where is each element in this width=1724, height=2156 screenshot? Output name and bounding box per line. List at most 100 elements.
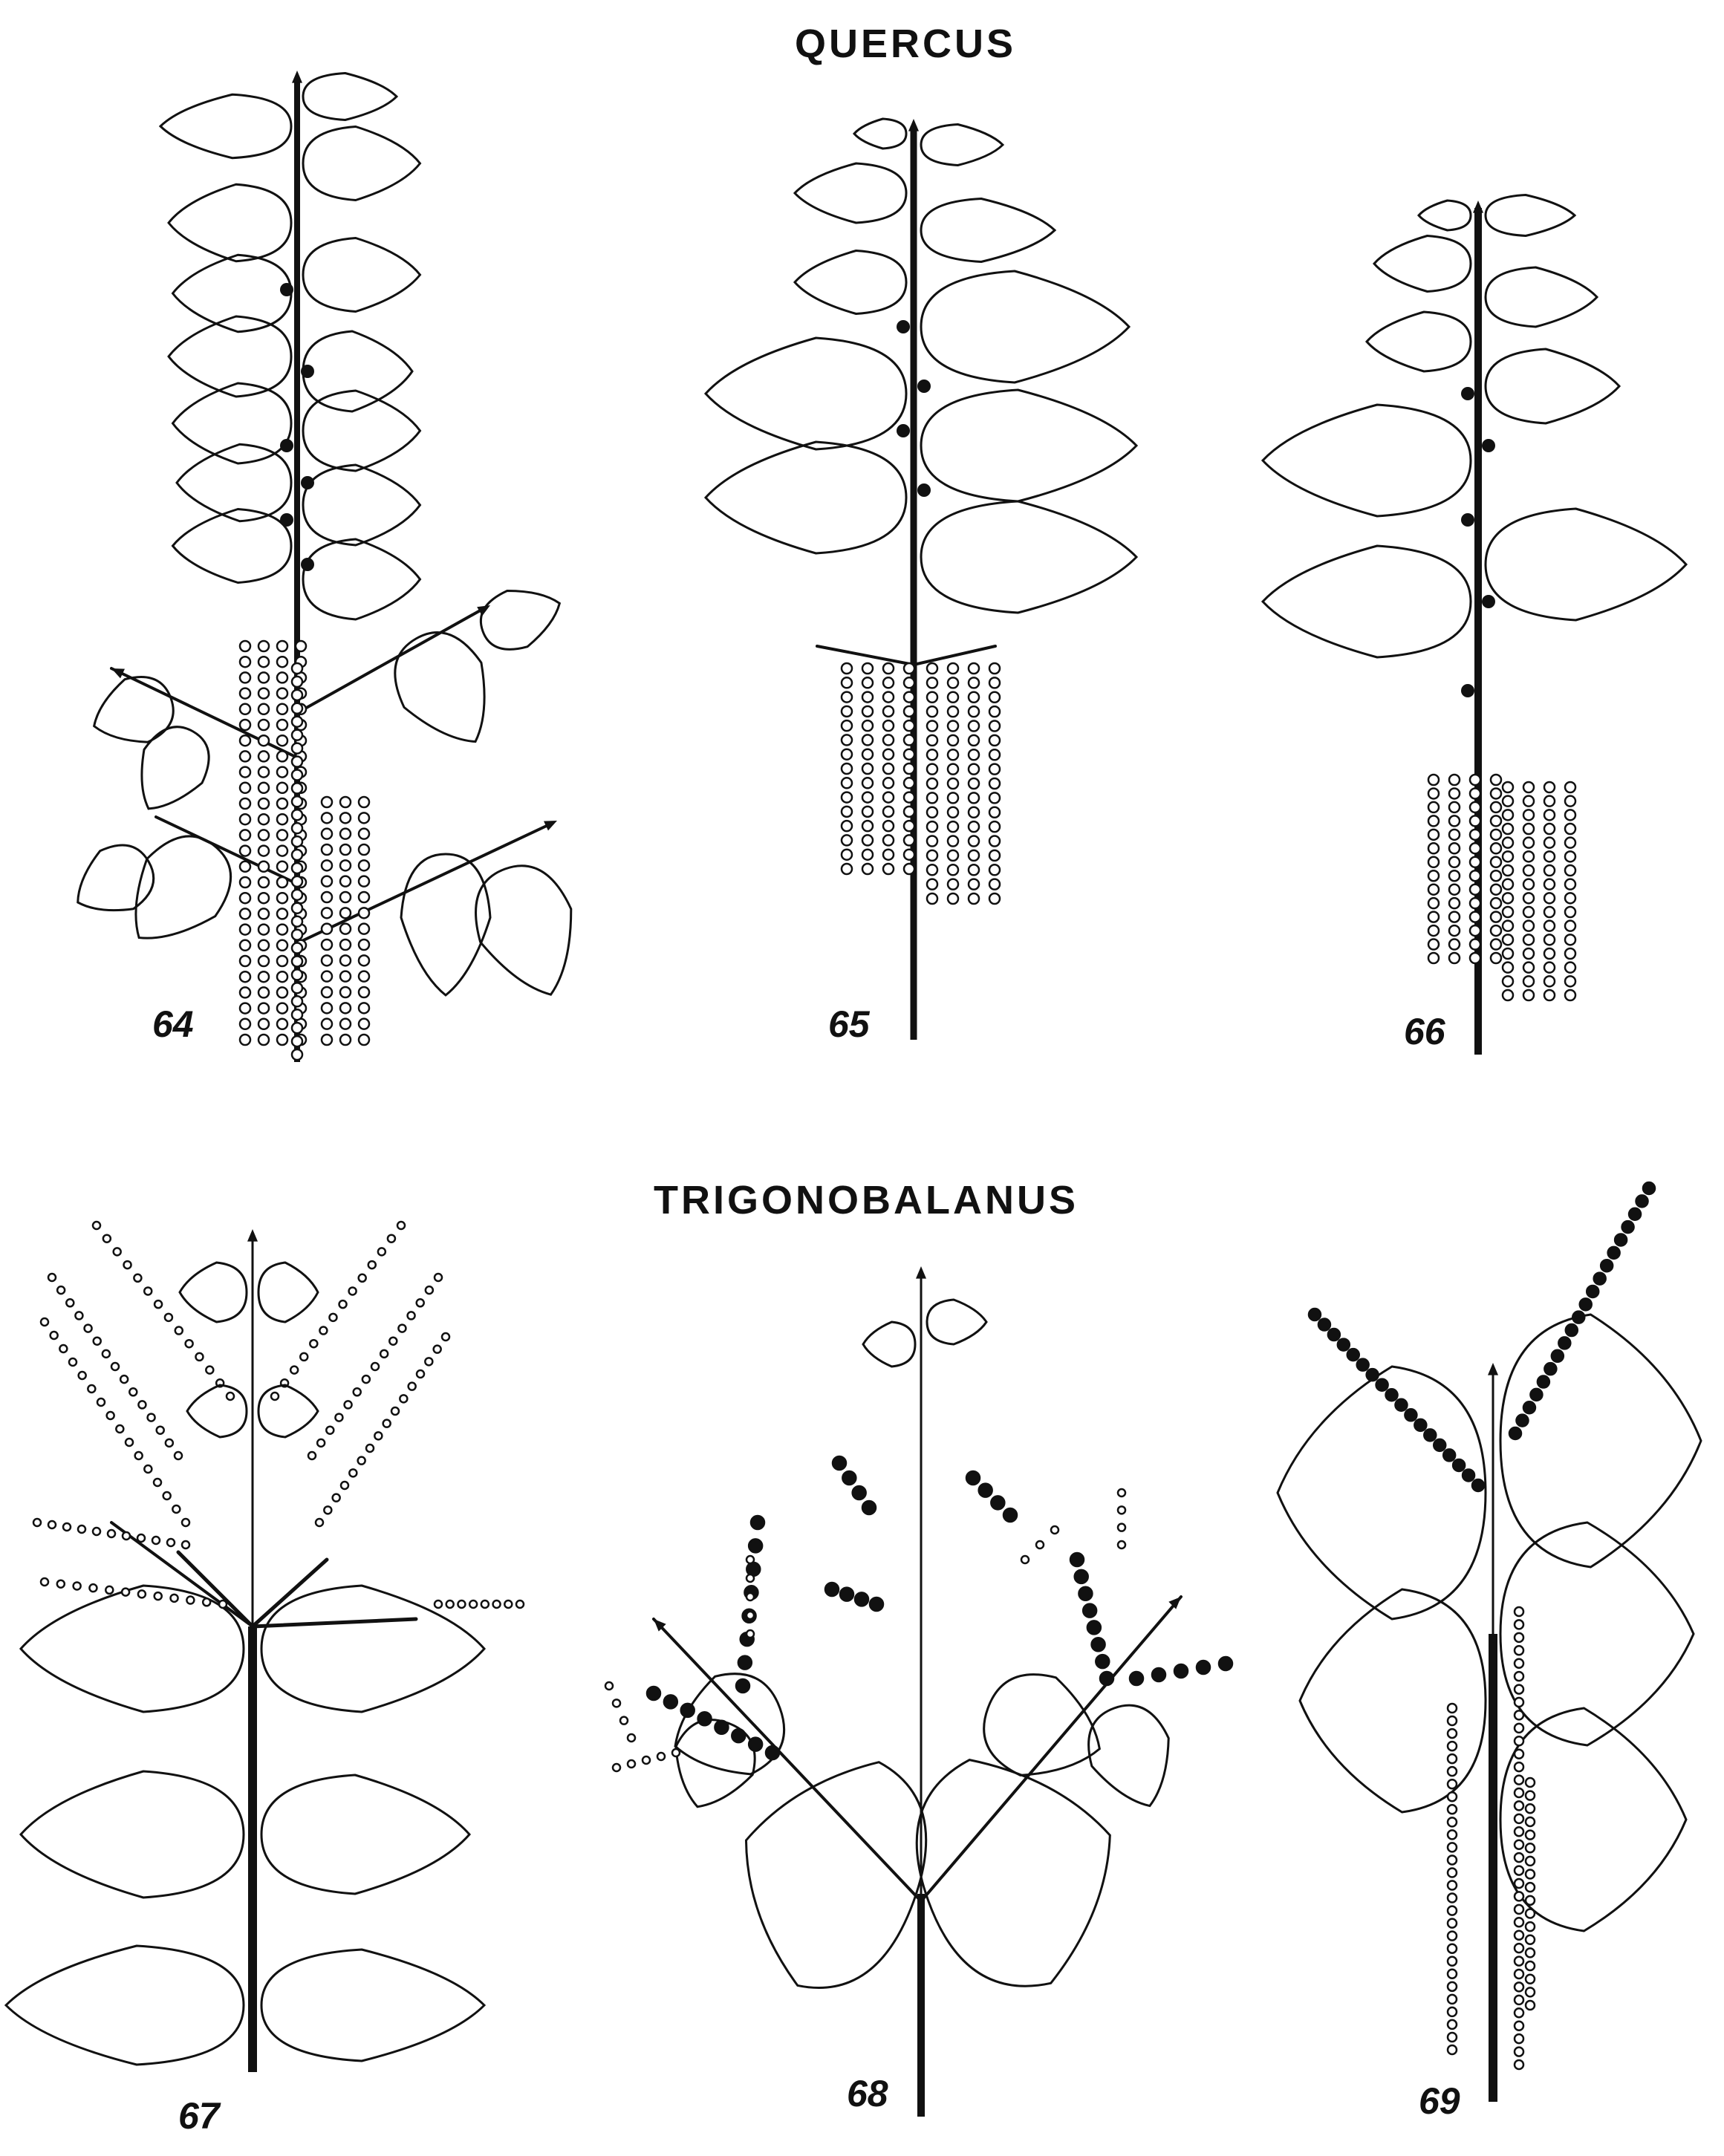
male-flower <box>1523 907 1534 917</box>
male-flower <box>904 677 914 688</box>
male-flower <box>258 735 269 746</box>
male-flower <box>271 1393 279 1400</box>
female-flower <box>1197 1661 1210 1674</box>
male-flower <box>340 1019 351 1029</box>
male-flower <box>359 1274 366 1282</box>
male-flower <box>842 850 852 860</box>
male-flower <box>862 749 873 760</box>
male-flower <box>746 1593 754 1600</box>
male-flower <box>927 721 937 732</box>
leaf-outline <box>927 1300 986 1344</box>
male-flower <box>1544 963 1555 973</box>
male-flower <box>1448 2020 1457 2029</box>
female-flower <box>1434 1439 1445 1451</box>
male-flower <box>1503 810 1513 820</box>
male-flower <box>340 908 351 918</box>
male-flower <box>1503 963 1513 973</box>
male-flower <box>340 939 351 950</box>
male-flower <box>989 879 1000 890</box>
female-flower <box>1472 1479 1484 1491</box>
male-flower <box>989 850 1000 861</box>
male-flower <box>94 1338 101 1345</box>
male-flower <box>163 1492 171 1499</box>
leaf-outline <box>142 727 209 809</box>
male-flower <box>292 1009 302 1020</box>
female-flower <box>862 1501 876 1514</box>
male-flower <box>1491 802 1501 812</box>
female-flower <box>1328 1329 1340 1341</box>
male-flower <box>862 663 873 674</box>
leaf-outline <box>481 590 559 649</box>
male-flower <box>292 677 302 687</box>
male-flower <box>116 1425 123 1433</box>
male-flower <box>1565 921 1575 931</box>
male-flower <box>1526 1948 1535 1957</box>
male-flower <box>862 821 873 831</box>
male-flower <box>1526 1987 1535 1996</box>
male-flower <box>258 751 269 761</box>
male-flower <box>292 703 302 714</box>
male-flower <box>1526 1843 1535 1852</box>
male-flower <box>1565 948 1575 959</box>
male-flower <box>969 778 979 789</box>
female-flower <box>1509 1427 1521 1439</box>
male-flower <box>1515 1724 1523 1733</box>
male-flower <box>240 971 250 982</box>
male-flower <box>277 971 287 982</box>
female-flower <box>1092 1638 1105 1651</box>
male-flower <box>93 1222 100 1229</box>
female-flower <box>1087 1621 1101 1634</box>
male-flower <box>1526 1870 1535 1879</box>
male-flower <box>1544 879 1555 890</box>
male-flower <box>1526 1883 1535 1892</box>
male-flower <box>240 862 250 872</box>
male-flower <box>240 751 250 761</box>
male-flower <box>883 835 894 845</box>
male-flower <box>989 821 1000 832</box>
male-flower <box>258 987 269 997</box>
branch <box>914 646 995 665</box>
female-flower <box>751 1516 764 1529</box>
male-flower <box>1448 1716 1457 1725</box>
male-flower <box>628 1760 635 1768</box>
leaf-outline <box>1263 405 1471 516</box>
male-flower <box>277 798 287 809</box>
male-flower <box>434 1346 441 1353</box>
leaf-outline <box>136 836 231 938</box>
male-flower <box>842 792 852 803</box>
male-flower <box>166 1439 173 1447</box>
male-flower <box>322 797 332 807</box>
male-flower <box>862 864 873 874</box>
male-flower <box>277 767 287 778</box>
male-flower <box>322 844 332 855</box>
male-flower <box>258 1035 269 1045</box>
male-flower <box>120 1375 128 1383</box>
male-flower <box>1448 1982 1457 1991</box>
male-flower <box>63 1523 71 1531</box>
female-flower <box>1643 1182 1655 1194</box>
male-flower <box>85 1325 92 1332</box>
male-flower <box>134 1274 141 1282</box>
male-flower <box>948 663 958 674</box>
male-flower <box>322 971 332 982</box>
male-flower <box>97 1398 105 1406</box>
male-flower <box>277 720 287 730</box>
male-flower <box>1118 1506 1125 1514</box>
male-flower <box>1448 1817 1457 1826</box>
male-flower <box>124 1261 131 1268</box>
male-flower <box>359 939 369 950</box>
male-flower <box>341 1482 348 1489</box>
leaf-outline <box>395 633 484 742</box>
branch <box>253 1619 416 1626</box>
figure-label-68: 68 <box>847 2072 888 2115</box>
female-flower <box>1075 1570 1088 1583</box>
male-flower <box>1503 921 1513 931</box>
male-flower <box>613 1764 620 1771</box>
male-flower <box>175 1327 183 1335</box>
male-flower <box>292 943 302 954</box>
male-flower <box>948 792 958 803</box>
male-flower <box>1515 1982 1523 1991</box>
male-flower <box>1503 907 1513 917</box>
male-flower <box>277 657 287 667</box>
stem-axis <box>917 1894 925 2117</box>
